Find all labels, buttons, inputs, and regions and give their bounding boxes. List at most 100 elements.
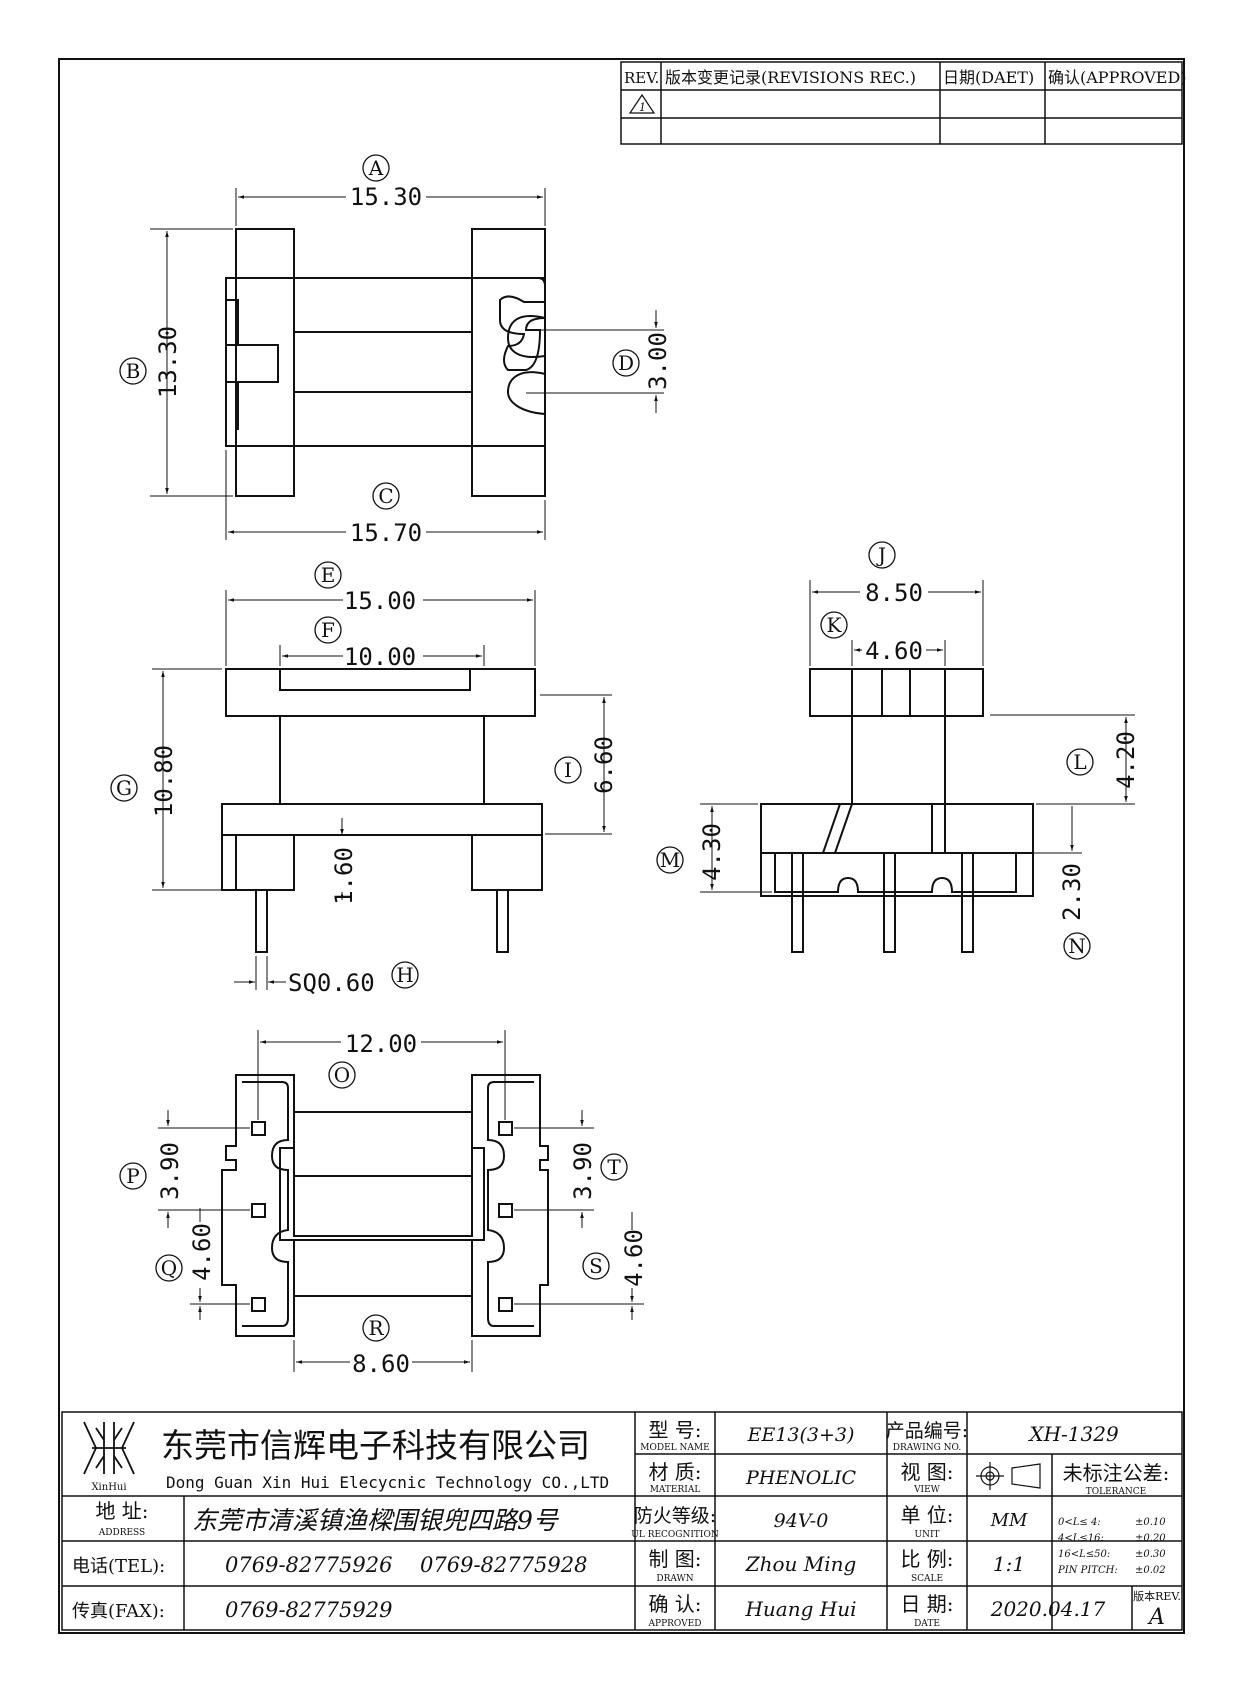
drawn-label: 制 图: bbox=[648, 1547, 701, 1571]
ul-label: 防火等级: bbox=[634, 1505, 716, 1527]
material-value: PHENOLIC bbox=[745, 1467, 857, 1489]
dim-g: G 10.80 bbox=[110, 668, 222, 891]
address-label: 地 址: bbox=[95, 1499, 148, 1523]
date-label: 日 期: bbox=[900, 1592, 953, 1616]
dim-pin-length: 1.60 bbox=[330, 818, 358, 905]
svg-text:N: N bbox=[1068, 934, 1086, 958]
svg-text:4.20: 4.20 bbox=[1112, 731, 1140, 789]
dim-l: L 4.20 bbox=[990, 714, 1140, 805]
svg-text:10.80: 10.80 bbox=[150, 745, 178, 817]
svg-text:4.60: 4.60 bbox=[620, 1229, 648, 1287]
drawing-no-label-en: DRAWING NO. bbox=[893, 1443, 962, 1453]
svg-text:A: A bbox=[368, 156, 384, 180]
approved-label: 确 认: bbox=[648, 1592, 701, 1616]
svg-text:Q: Q bbox=[161, 1256, 177, 1280]
svg-text:B: B bbox=[126, 359, 141, 383]
rev-triangle-icon: 1 bbox=[628, 93, 656, 114]
top-view bbox=[225, 228, 546, 497]
dim-n: 2.30 N bbox=[1020, 806, 1091, 960]
svg-text:T: T bbox=[607, 1155, 621, 1179]
dim-c: C 15.70 bbox=[225, 450, 546, 547]
svg-text:R: R bbox=[368, 1316, 384, 1340]
tolerance-value-3: ±0.02 bbox=[1135, 1565, 1166, 1576]
dim-e: E 15.00 bbox=[225, 561, 536, 666]
sheet-border bbox=[58, 58, 1185, 1634]
svg-text:15.30: 15.30 bbox=[350, 183, 422, 211]
svg-text:P: P bbox=[126, 1164, 139, 1188]
projection-icon bbox=[976, 1462, 1041, 1490]
rev-value: A bbox=[1147, 1605, 1165, 1630]
tolerance-value-1: ±0.20 bbox=[1135, 1533, 1166, 1544]
dim-s: S 4.60 bbox=[514, 1212, 648, 1320]
svg-text:1: 1 bbox=[639, 101, 646, 114]
tolerance-range-2: 16<L≤50: bbox=[1058, 1549, 1110, 1560]
tolerance-value-2: ±0.30 bbox=[1135, 1549, 1166, 1560]
tolerance-range-3: PIN PITCH: bbox=[1057, 1565, 1118, 1576]
tolerance-range-0: 0<L≤ 4: bbox=[1058, 1517, 1101, 1528]
address-label-en: ADDRESS bbox=[98, 1528, 145, 1538]
bottom-view bbox=[221, 1074, 549, 1337]
dim-o: 12.00 O bbox=[257, 1030, 506, 1120]
side-view bbox=[760, 668, 1034, 953]
svg-text:6.60: 6.60 bbox=[590, 736, 618, 794]
rev-header-date: 日期(DAET) bbox=[943, 68, 1034, 87]
material-label-en: MATERIAL bbox=[650, 1485, 701, 1495]
revision-table bbox=[620, 61, 1183, 145]
dim-j: J 8.50 bbox=[809, 541, 984, 666]
model-label: 型 号: bbox=[648, 1418, 701, 1442]
approved-value: Huang Hui bbox=[744, 1597, 856, 1621]
dim-h: SQ0.60 H bbox=[234, 956, 419, 997]
svg-text:8.50: 8.50 bbox=[865, 579, 923, 607]
svg-text:3.90: 3.90 bbox=[569, 1142, 597, 1200]
dim-m: M 4.30 bbox=[656, 803, 772, 893]
front-view bbox=[221, 668, 543, 953]
tel-label: 电话(TEL): bbox=[72, 1556, 165, 1577]
dim-t: T 3.90 bbox=[514, 1110, 628, 1228]
approved-label-en: APPROVED bbox=[648, 1619, 702, 1629]
svg-text:K: K bbox=[827, 613, 843, 637]
svg-text:C: C bbox=[378, 484, 393, 508]
tolerance-range-1: 4<L≤16: bbox=[1057, 1533, 1104, 1544]
rev-header-rev: REV. bbox=[624, 69, 659, 87]
svg-text:G: G bbox=[116, 776, 132, 800]
unit-value: MM bbox=[990, 1510, 1028, 1531]
svg-text:3.00: 3.00 bbox=[644, 332, 672, 390]
company-name-en: Dong Guan Xin Hui Elecycnic Technology C… bbox=[166, 1473, 609, 1492]
unit-label: 单 位: bbox=[900, 1503, 953, 1527]
svg-text:H: H bbox=[396, 963, 413, 987]
company-logo bbox=[83, 1421, 135, 1475]
svg-text:F: F bbox=[321, 618, 335, 642]
model-label-en: MODEL NAME bbox=[640, 1443, 709, 1453]
fax-label: 传真(FAX): bbox=[72, 1601, 165, 1622]
svg-text:J: J bbox=[876, 543, 886, 567]
svg-text:4.60: 4.60 bbox=[865, 637, 923, 665]
tel-2: 0769-82775928 bbox=[420, 1553, 587, 1577]
svg-text:4.60: 4.60 bbox=[188, 1223, 216, 1281]
svg-text:4.30: 4.30 bbox=[698, 823, 726, 881]
logo-text: XinHui bbox=[91, 1482, 126, 1493]
svg-text:I: I bbox=[564, 758, 572, 782]
tolerance-label-en: TOLERANCE bbox=[1086, 1487, 1147, 1497]
dim-p: P 3.90 bbox=[119, 1110, 250, 1228]
fax-value: 0769-82775929 bbox=[225, 1598, 392, 1622]
ul-label-en: UL RECOGNITION bbox=[631, 1530, 719, 1540]
dim-i: I 6.60 bbox=[540, 694, 618, 835]
svg-text:L: L bbox=[1073, 750, 1086, 774]
title-block-grid bbox=[61, 1411, 1183, 1631]
view-label-en: VIEW bbox=[913, 1485, 941, 1495]
drawing-no-value: XH-1329 bbox=[1027, 1422, 1119, 1446]
material-label: 材 质: bbox=[648, 1460, 701, 1484]
svg-text:M: M bbox=[660, 848, 680, 872]
rev-header-approved: 确认(APPROVED) bbox=[1048, 68, 1187, 87]
svg-text:10.00: 10.00 bbox=[344, 643, 416, 671]
dim-r: R 8.60 bbox=[293, 1314, 473, 1378]
dim-f: F 10.00 bbox=[279, 616, 485, 671]
rev-header-record: 版本变更记录(REVISIONS REC.) bbox=[665, 68, 916, 87]
svg-text:8.60: 8.60 bbox=[352, 1350, 410, 1378]
model-value: EE13(3+3) bbox=[747, 1424, 855, 1446]
tel-1: 0769-82775926 bbox=[225, 1553, 392, 1577]
tolerance-value-0: ±0.10 bbox=[1135, 1517, 1166, 1528]
svg-text:D: D bbox=[618, 351, 634, 375]
svg-text:O: O bbox=[334, 1063, 350, 1087]
